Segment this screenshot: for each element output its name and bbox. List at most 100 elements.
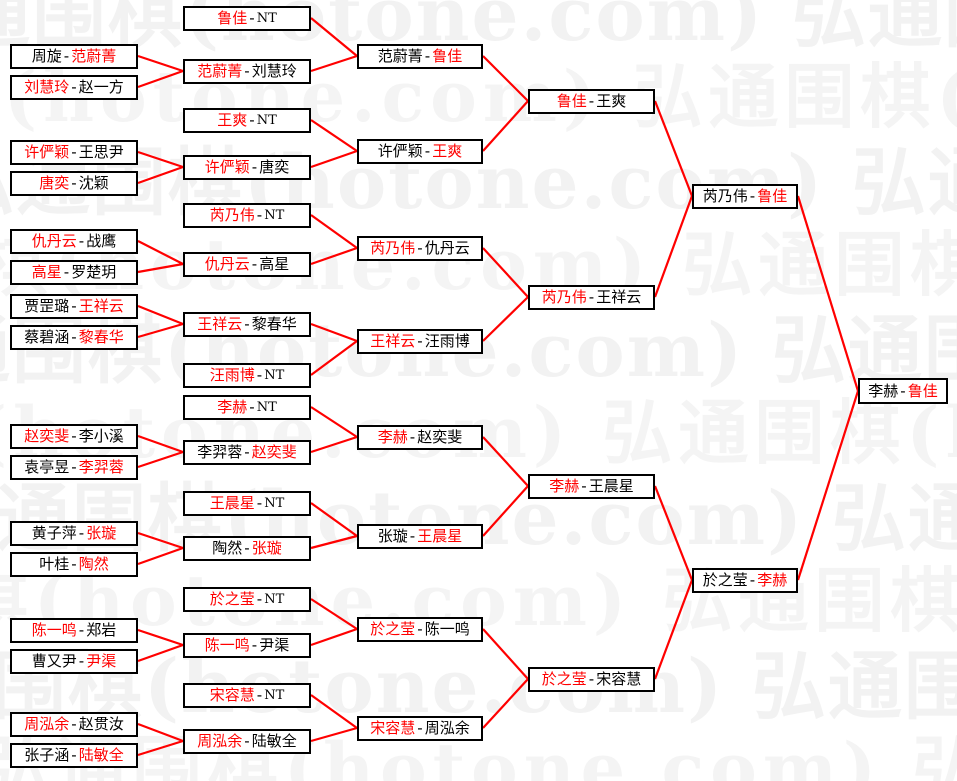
vs-separator: - [244,443,250,461]
match-box[interactable]: 范蔚菁-鲁佳 [357,44,483,69]
match-box[interactable]: 仇丹云-高星 [183,252,311,277]
vs-separator: - [588,670,595,688]
vs-separator: - [256,686,263,704]
match-box[interactable]: 周泓余-赵贯汝 [10,712,138,737]
vs-separator: - [78,652,85,670]
player-left: 高星 [31,263,62,281]
vs-separator: - [63,47,70,65]
match-box[interactable]: 许俨颖-王思尹 [10,140,138,165]
bye-label: NT [264,496,285,511]
match-box[interactable]: 於之莹-宋容慧 [528,667,655,692]
player-right: 尹渠 [86,652,117,670]
match-box[interactable]: 陈一鸣-尹渠 [183,633,311,658]
player-right: 罗楚玥 [71,263,117,281]
match-box[interactable]: 陶然-张璇 [183,536,311,561]
match-box[interactable]: 於之莹-陈一鸣 [357,617,483,642]
connector-line [482,678,529,729]
player-right: 汪雨博 [424,332,470,350]
match-box[interactable]: 王祥云-黎春华 [183,312,311,337]
vs-separator: - [256,206,263,224]
player-right: 王祥云 [596,288,642,306]
match-box[interactable]: 袁亭昱-李羿蓉 [10,455,138,480]
vs-separator: - [424,142,431,160]
match-box[interactable]: 宋容慧-NT [183,683,311,708]
match-box[interactable]: 高星-罗楚玥 [10,260,138,285]
vs-separator: - [588,92,595,110]
connector-line [310,54,358,73]
match-box[interactable]: 叶桂-陶然 [10,552,138,577]
player-right: 黎春华 [251,315,297,333]
vs-separator: - [71,555,77,573]
player-left: 宋容慧 [370,719,416,737]
watermark-text: 弘通围棋(hotone.com) 弘通围棋(hotone.com) 弘通围棋(h… [0,55,957,138]
player-right: 陈一鸣 [424,620,470,638]
match-box[interactable]: 张璇-王晨星 [357,524,483,549]
player-right: 唐奕 [259,158,290,176]
connector-line [310,627,358,647]
player-right: 赵奕斐 [417,428,463,446]
match-box[interactable]: 王爽-NT [183,108,311,133]
match-box[interactable]: 范蔚菁-刘慧玲 [183,59,311,84]
match-box[interactable]: 蔡碧涵-黎春华 [10,325,138,350]
bye-label: NT [264,592,285,607]
player-left: 张子涵 [24,746,70,764]
match-box[interactable]: 李赫-NT [183,395,311,420]
vs-separator: - [71,143,77,161]
player-left: 於之莹 [541,670,587,688]
player-right: 战鹰 [86,232,117,250]
match-box[interactable]: 於之莹-NT [183,587,311,612]
connector-line [137,643,184,663]
match-box[interactable]: 宋容慧-周泓余 [357,716,483,741]
connector-line [310,435,358,454]
vs-separator: - [249,398,255,416]
watermark-text: 弘通围棋(hotone.com) 弘通围棋(hotone.com) 弘通围棋(h… [0,644,957,730]
match-box[interactable]: 王祥云-汪雨博 [357,329,483,354]
match-box[interactable]: 黄子萍-张璇 [10,521,138,546]
match-box[interactable]: 陈一鸣-郑岩 [10,618,138,643]
match-box[interactable]: 刘慧玲-赵一方 [10,75,138,100]
vs-separator: - [251,636,258,654]
match-box[interactable]: 芮乃伟-NT [183,203,311,228]
match-box[interactable]: 周旋-范蔚菁 [10,44,138,69]
match-box[interactable]: 於之莹-李赫 [692,568,798,593]
match-box[interactable]: 张子涵-陆敏全 [10,743,138,768]
match-box[interactable]: 芮乃伟-仇丹云 [357,236,483,261]
match-box[interactable]: 李赫-赵奕斐 [357,425,483,450]
connector-line [137,434,184,454]
match-box[interactable]: 赵奕斐-李小溪 [10,424,138,449]
vs-separator: - [256,590,263,608]
vs-separator: - [244,62,250,80]
player-left: 陈一鸣 [31,621,77,639]
match-box[interactable]: 李羿蓉-赵奕斐 [183,440,311,465]
vs-separator: - [78,524,85,542]
match-box[interactable]: 许俨颖-王爽 [357,139,483,164]
player-left: 鲁佳 [556,92,587,110]
player-left: 许俨颖 [24,143,70,161]
connector-line [310,340,358,376]
match-box[interactable]: 曹又尹-尹渠 [10,649,138,674]
match-box[interactable]: 贾罡璐-王祥云 [10,294,138,319]
match-box[interactable]: 鲁佳-NT [183,6,311,31]
vs-separator: - [78,621,85,639]
match-box[interactable]: 仇丹云-战鹰 [10,229,138,254]
match-box[interactable]: 汪雨博-NT [183,363,311,388]
match-box[interactable]: 唐奕-沈颖 [10,171,138,196]
match-box[interactable]: 王晨星-NT [183,491,311,516]
match-box[interactable]: 李赫-王晨星 [528,474,655,499]
connector-line [137,531,184,550]
player-right: 刘慧玲 [251,62,297,80]
connector-line [482,55,529,102]
match-box[interactable]: 周泓余-陆敏全 [183,729,311,754]
match-box[interactable]: 鲁佳-王爽 [528,89,655,114]
player-left: 唐奕 [39,174,70,192]
match-box[interactable]: 芮乃伟-鲁佳 [692,184,798,209]
bye-label: NT [256,400,277,415]
connector-line [137,165,184,185]
player-right: 王爽 [596,92,627,110]
match-box[interactable]: 许俨颖-唐奕 [183,155,311,180]
match-box[interactable]: 李赫-鲁佳 [858,378,948,404]
player-left: 周泓余 [24,715,70,733]
match-box[interactable]: 芮乃伟-王祥云 [528,285,655,310]
